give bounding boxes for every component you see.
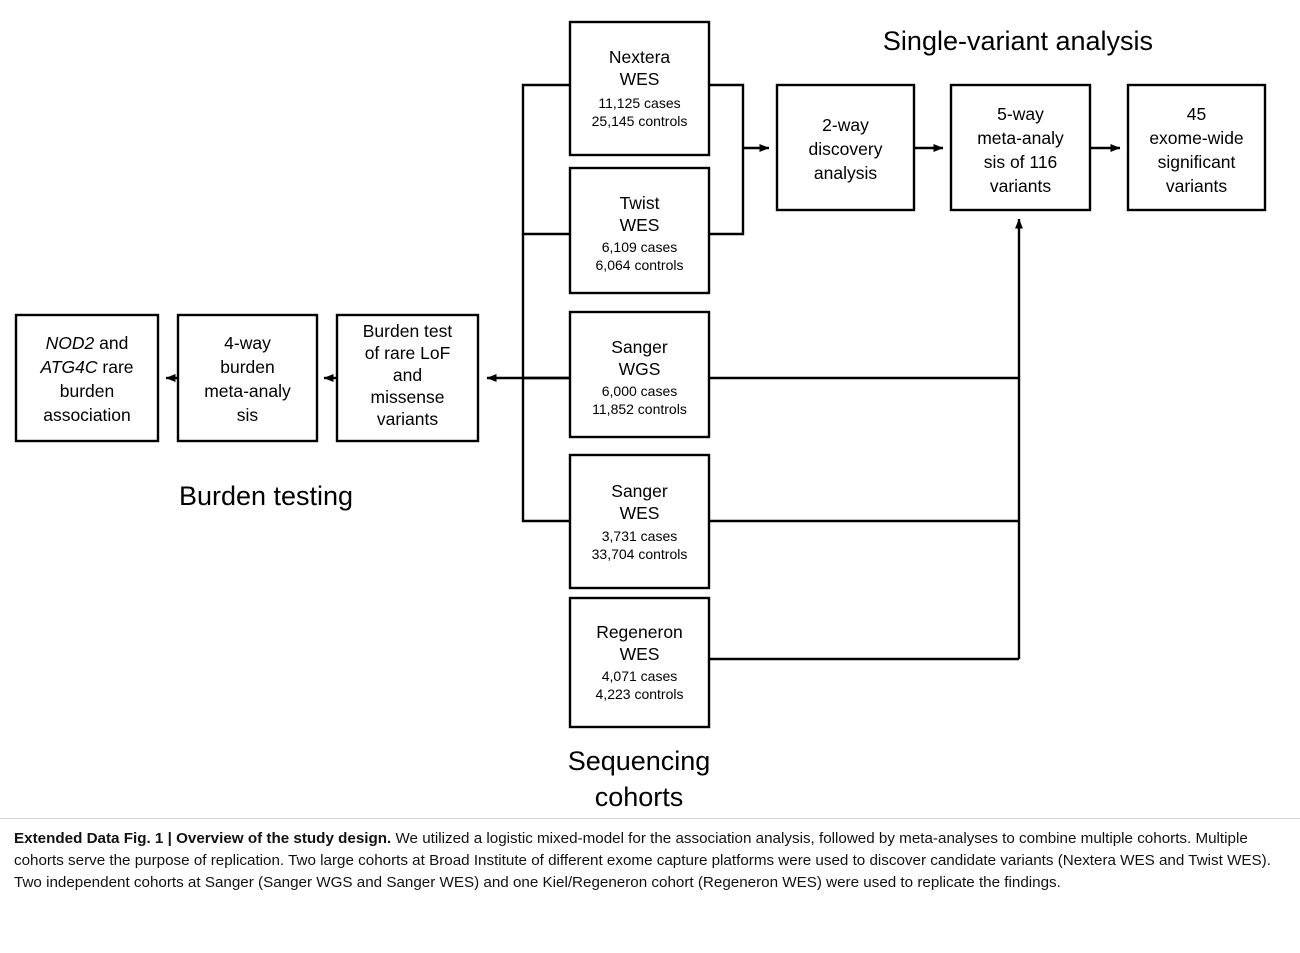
node-four-way-burden-meta[interactable]: 4-way burden meta-analy sis [176,313,319,443]
gene-name-nod2: NOD2 [46,333,95,353]
node-two-way-discovery[interactable]: 2-way discovery analysis [775,83,916,212]
node-sanger-wgs-rect [568,310,711,439]
node-five-way-meta[interactable]: 5-way meta-analy sis of 116 variants [949,83,1092,212]
node-nextera-wes[interactable]: Nextera WES 11,125 cases 25,145 controls [568,20,711,157]
node-five-way-meta-line1: 5-way [997,104,1044,124]
node-sanger-wes-title-line2: WES [620,503,660,523]
node-sanger-wgs-cases: 6,000 cases [602,383,678,399]
node-regeneron-wes-rect [568,596,711,729]
node-exome-wide-significant-rect [1126,83,1267,212]
node-four-way-burden-meta-line4: sis [237,405,259,425]
node-sanger-wgs[interactable]: Sanger WGS 6,000 cases 11,852 controls [568,310,711,439]
node-nod2-atg4c-association[interactable]: NOD2 and ATG4C rare burden association [14,313,160,443]
node-four-way-burden-meta-line2: burden [220,357,275,377]
node-exome-wide-significant-line2: exome-wide [1149,128,1243,148]
heading-sequencing-cohorts-line1: Sequencing [568,746,711,776]
node-exome-wide-significant[interactable]: 45 exome-wide significant variants [1126,83,1267,212]
node-two-way-discovery-line3: analysis [814,163,877,183]
node-twist-wes-controls: 6,064 controls [596,257,684,273]
node-four-way-burden-meta-rect [176,313,319,443]
node-regeneron-wes-cases: 4,071 cases [602,668,678,684]
heading-sequencing-cohorts-line2: cohorts [595,782,684,812]
node-twist-wes[interactable]: Twist WES 6,109 cases 6,064 controls [568,166,711,295]
node-nextera-wes-title-line2: WES [620,69,660,89]
node-nod2-atg4c-association-rect [14,313,160,443]
node-exome-wide-significant-line4: variants [1166,176,1228,196]
connector-nextera-to-merge [709,83,745,148]
node-regeneron-wes-title-line2: WES [620,644,660,664]
figure-caption-body: We utilized a logistic mixed-model for t… [14,830,1271,892]
node-five-way-meta-line2: meta-analy [977,128,1064,148]
node-nextera-wes-title-line1: Nextera [609,47,671,67]
node-sanger-wes[interactable]: Sanger WES 3,731 cases 33,704 controls [568,453,711,590]
connector-twist-to-merge [709,148,745,236]
node-sanger-wes-title-line1: Sanger [611,481,668,501]
node-sanger-wes-controls: 33,704 controls [592,546,688,562]
node-nod2-atg4c-line1: NOD2 and [46,333,129,353]
node-five-way-meta-rect [949,83,1092,212]
node-burden-test-line1: Burden test [363,321,453,341]
heading-single-variant-analysis: Single-variant analysis [883,26,1153,56]
node-nod2-atg4c-line4: association [43,405,131,425]
node-nextera-wes-cases: 11,125 cases [598,95,680,111]
node-sanger-wgs-title-line1: Sanger [611,337,668,357]
node-regeneron-wes-controls: 4,223 controls [596,686,684,702]
node-nextera-wes-controls: 25,145 controls [592,113,688,129]
connector-left-bus [521,83,570,523]
node-nod2-atg4c-line2: ATG4C rare [39,357,133,377]
node-two-way-discovery-line1: 2-way [822,115,869,135]
figure-caption: Extended Data Fig. 1 | Overview of the s… [14,828,1280,894]
node-regeneron-wes[interactable]: Regeneron WES 4,071 cases 4,223 controls [568,596,711,729]
node-sanger-wes-rect [568,453,711,590]
node-twist-wes-rect [568,166,711,295]
node-nod2-line2-plain: rare [98,357,134,377]
node-burden-test-line3: and [393,365,422,385]
study-design-flowchart: Single-variant analysis Burden testing S… [14,20,1267,812]
node-exome-wide-significant-line1: 45 [1187,104,1206,124]
node-regeneron-wes-title-line1: Regeneron [596,622,683,642]
gene-name-atg4c: ATG4C [39,357,97,377]
connector-layer [165,83,1121,661]
heading-burden-testing: Burden testing [179,481,353,511]
node-five-way-meta-line4: variants [990,176,1052,196]
node-nod2-atg4c-line3: burden [60,381,115,401]
figure-caption-divider [0,818,1300,819]
node-twist-wes-title-line2: WES [620,215,660,235]
node-sanger-wgs-title-line2: WGS [619,359,661,379]
node-four-way-burden-meta-line1: 4-way [224,333,271,353]
node-twist-wes-title-line1: Twist [620,193,660,213]
node-nod2-line1-plain: and [94,333,128,353]
figure-caption-label: Extended Data Fig. 1 | Overview of the s… [14,830,392,847]
node-burden-test-line2: of rare LoF [365,343,451,363]
node-burden-test-line5: variants [377,409,439,429]
node-sanger-wgs-controls: 11,852 controls [592,401,687,417]
node-sanger-wes-cases: 3,731 cases [602,528,678,544]
node-five-way-meta-line3: sis of 116 [984,152,1058,172]
node-twist-wes-cases: 6,109 cases [602,239,678,255]
node-nextera-wes-rect [568,20,711,157]
node-two-way-discovery-line2: discovery [809,139,883,159]
node-two-way-discovery-rect [775,83,916,212]
node-exome-wide-significant-line3: significant [1158,152,1236,172]
node-burden-test-line4: missense [371,387,445,407]
node-burden-test-rare-variants-rect [335,313,480,443]
node-four-way-burden-meta-line3: meta-analy [204,381,291,401]
node-burden-test-rare-variants[interactable]: Burden test of rare LoF and missense var… [335,313,480,443]
